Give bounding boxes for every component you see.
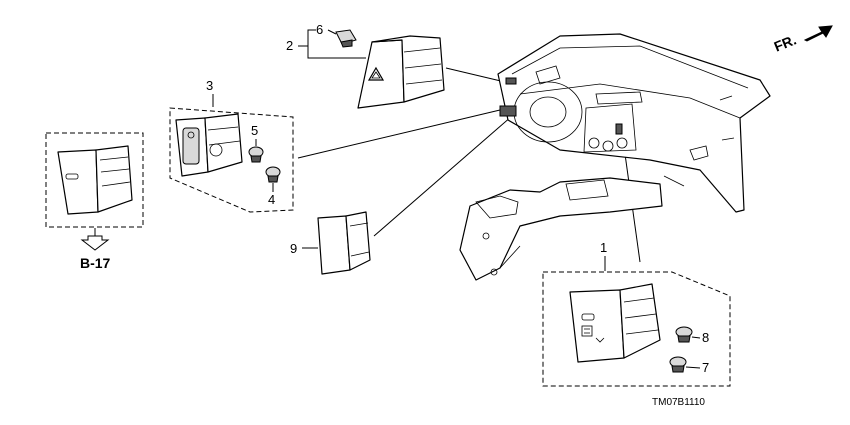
switch-1-location — [615, 123, 623, 135]
callout-1: 1 — [600, 240, 607, 255]
screw-8-icon — [675, 326, 693, 343]
cover-face — [317, 215, 351, 275]
headlight-adjust-icon — [581, 325, 605, 343]
reference-arrow-icon — [80, 235, 110, 251]
cover-body — [345, 211, 371, 271]
front-arrow-icon — [803, 25, 833, 42]
callout-8: 8 — [702, 330, 709, 345]
switch-assembly-1-group: 1 8 7 — [542, 240, 731, 387]
reference-label: B-17 — [80, 255, 111, 271]
shifter-area — [565, 179, 609, 201]
dashboard-illustration — [459, 33, 771, 281]
drawing-code: TM07B1110 — [652, 397, 705, 408]
assembly-1-box — [542, 271, 731, 387]
hazard-switch-face — [357, 39, 405, 109]
cover-9-group: 9 — [290, 211, 371, 275]
screw-4-icon — [265, 166, 281, 183]
indicator-slot-icon — [581, 313, 595, 321]
dimmer-wheel-icon — [182, 127, 200, 165]
callout-9: 9 — [290, 241, 297, 256]
leader-line-hazard — [445, 67, 506, 83]
clip-6-icon — [335, 29, 357, 48]
leader-line-dimmer — [297, 109, 501, 159]
callout-3: 3 — [206, 78, 213, 93]
callout-6: 6 — [316, 22, 323, 37]
center-console — [459, 177, 663, 281]
dimmer-switch-location — [499, 105, 517, 117]
hazard-switch-body — [371, 35, 445, 103]
reference-switch-group: B-17 — [45, 132, 144, 271]
center-vent — [595, 91, 643, 105]
leader-line-cover — [373, 115, 513, 237]
callout-2: 2 — [286, 38, 293, 53]
reference-box — [45, 132, 144, 228]
hazard-triangle-icon — [367, 66, 385, 81]
front-direction-indicator: FR. — [772, 25, 833, 55]
screw-5-icon — [248, 146, 264, 163]
callout-4: 4 — [268, 192, 275, 207]
center-console-panel — [583, 103, 637, 153]
hazard-switch-group: 2 6 — [286, 22, 445, 109]
switch-assembly-3-group: 3 5 4 — [169, 78, 294, 213]
blank-switch-body — [95, 145, 133, 213]
light-switch-face — [569, 289, 625, 363]
hazard-switch-location — [505, 77, 517, 85]
front-direction-label: FR. — [772, 31, 799, 54]
callout-5: 5 — [251, 123, 258, 138]
blank-switch-face — [57, 149, 99, 215]
light-switch-body — [619, 283, 661, 359]
callout-7: 7 — [702, 360, 709, 375]
screw-7-icon — [669, 356, 687, 373]
switch-slot-icon — [65, 173, 79, 180]
